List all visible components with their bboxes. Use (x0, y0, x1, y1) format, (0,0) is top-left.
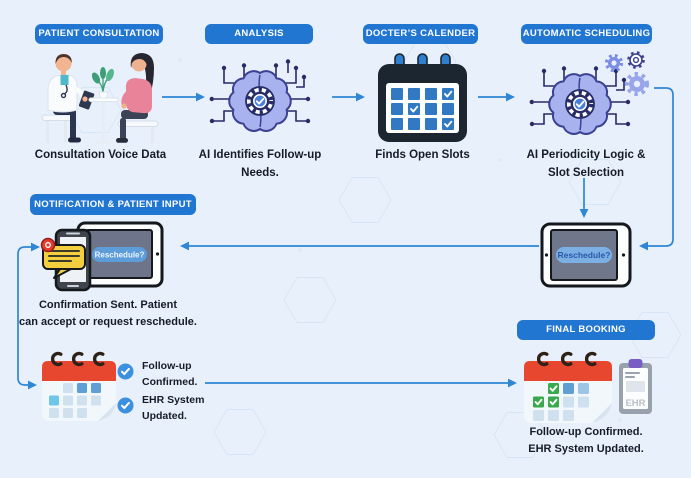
final-booking-icon: EHR (524, 351, 652, 423)
caption-final-booking: Follow-up Confirmed. EHR System Updated. (528, 426, 644, 455)
reschedule-button-label[interactable]: Reschedule? (558, 250, 611, 260)
ehr-label: EHR (625, 398, 645, 409)
doctor-patient-illustration (41, 53, 159, 144)
bullet-followup-confirmed: Follow-up Confirmed. (117, 358, 197, 390)
caption-periodicity: AI Periodicity Logic & Slot Selection (526, 149, 646, 179)
reschedule-button[interactable] (92, 247, 147, 262)
ai-brain-gears-icon (529, 51, 649, 135)
badge-analysis: ANALYSIS (205, 24, 313, 44)
badge-patient-consultation: PATIENT CONSULTATION (35, 24, 163, 44)
caption-confirmation-sent: Confirmation Sent. Patient can accept or… (19, 299, 197, 328)
caption-consultation: Consultation Voice Data (34, 149, 167, 161)
bullet-ehr-updated: EHR System Updated. (117, 392, 204, 424)
reschedule-button[interactable] (556, 247, 612, 263)
calendar-icon (378, 53, 467, 142)
check-icon (117, 397, 134, 414)
tablet-icon: Reschedule? (540, 222, 632, 288)
check-icon (117, 363, 134, 380)
reschedule-button-label[interactable]: Reschedule? (95, 251, 145, 260)
gear-icon (604, 51, 649, 96)
confirmed-calendar-icon (42, 351, 116, 421)
badge-automatic-scheduling: AUTOMATIC SCHEDULING (521, 24, 652, 44)
caption-open-slots: Finds Open Slots (375, 149, 470, 161)
ehr-clipboard-icon: EHR (619, 359, 652, 414)
caption-analysis: AI Identifies Follow-up Needs. (198, 149, 322, 179)
notification-devices-icon: Reschedule? (40, 221, 164, 292)
badge-notification: NOTIFICATION & PATIENT INPUT (30, 194, 196, 215)
badge-doctors-calendar: DOCTER’S CALENDER (363, 24, 478, 44)
ai-brain-icon (209, 59, 311, 132)
badge-final-booking: FINAL BOOKING (517, 320, 655, 340)
notification-badge-icon (40, 237, 56, 253)
chat-bubble-icon (42, 244, 86, 279)
